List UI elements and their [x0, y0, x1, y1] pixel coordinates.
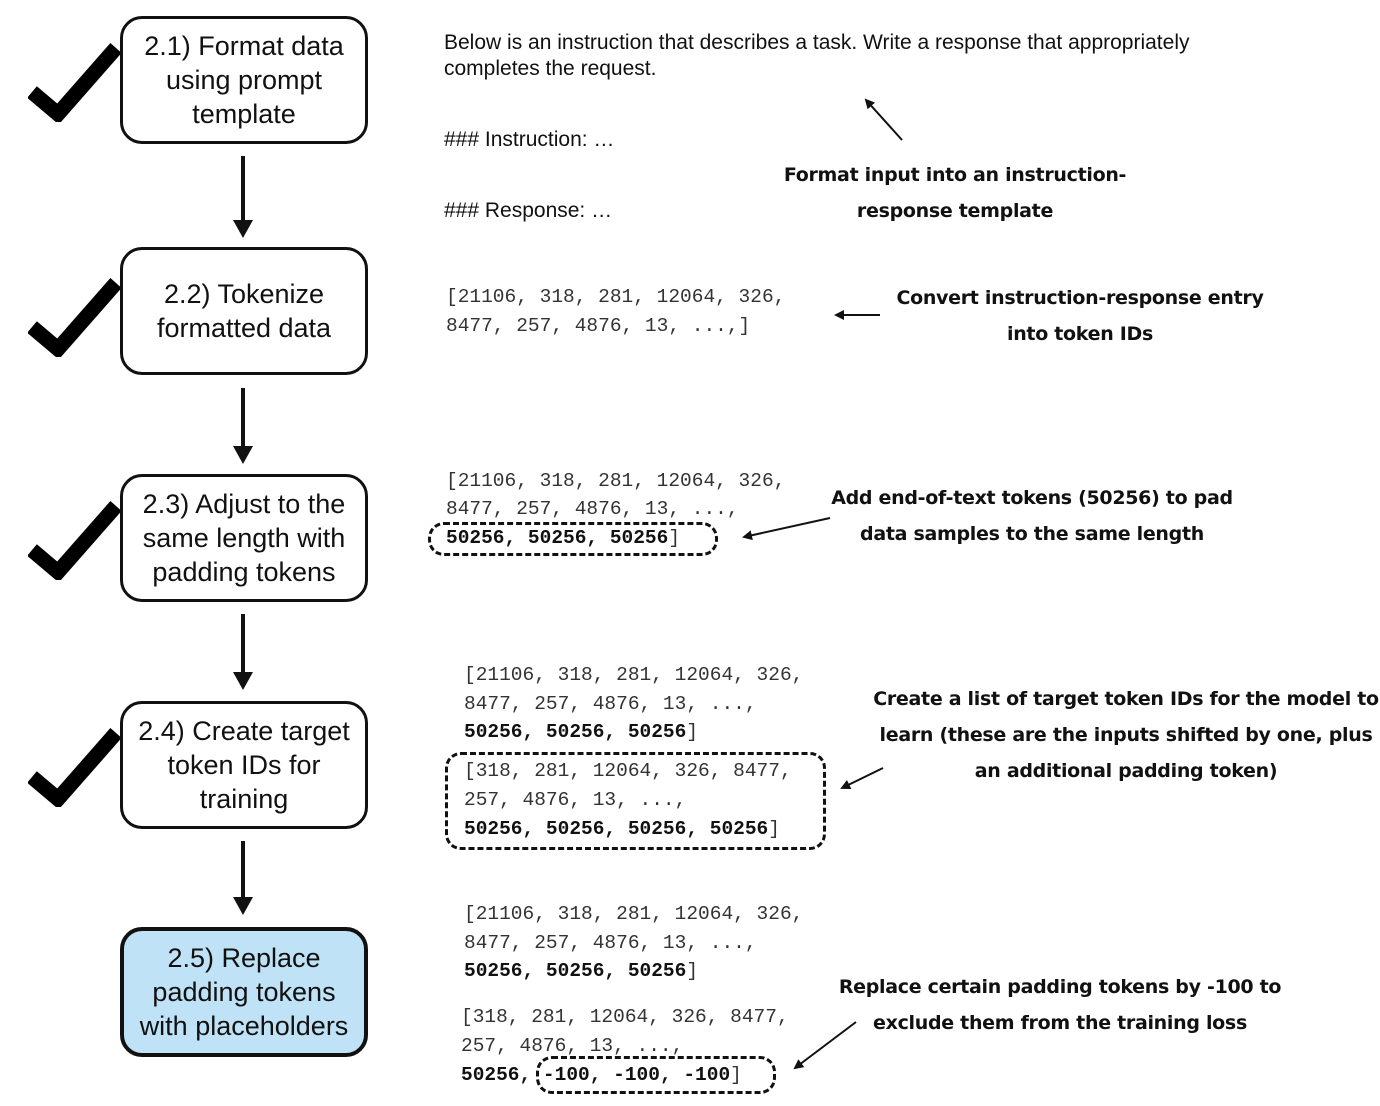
token-line: [318, 281, 12064, 326, 8477,	[461, 1006, 789, 1028]
template-response: ### Response: …	[444, 199, 613, 222]
token-line: [318, 281, 12064, 326, 8477,	[464, 760, 792, 782]
token-line: 8477, 257, 4876, 13, ...,]	[446, 315, 751, 337]
padding-tokens: 50256, 50256, 50256	[464, 960, 687, 982]
placeholder-highlight-box	[536, 1056, 776, 1094]
closing-bracket: ]	[730, 1064, 742, 1086]
step-2-2-box: 2.2) Tokenize formatted data	[120, 247, 368, 375]
flow-arrow-head	[233, 220, 253, 238]
token-line: [21106, 318, 281, 12064, 326,	[446, 470, 786, 492]
token-line: 8477, 257, 4876, 13, ...,	[446, 498, 739, 520]
annotation-padding: Add end-of-text tokens (50256) to pad da…	[831, 487, 1233, 545]
step-2-5-label: 2.5) Replace padding tokens with placeho…	[139, 943, 349, 1041]
template-instruction: ### Instruction: …	[444, 128, 615, 151]
step-2-5-box: 2.5) Replace padding tokens with placeho…	[120, 927, 368, 1057]
arrow-to-template	[864, 98, 903, 141]
flow-arrow-head	[233, 446, 253, 464]
arrow-to-padding	[742, 517, 831, 541]
arrow-to-targets	[840, 767, 884, 789]
annotation-tokenize: Convert instruction-response entry into …	[896, 287, 1264, 345]
template-intro: Below is an instruction that describes a…	[444, 31, 1190, 80]
target-ids-box	[445, 752, 826, 850]
closing-bracket: ]	[686, 960, 699, 982]
flow-arrow-shaft	[241, 388, 245, 448]
token-line: 50256, 50256, 50256]	[446, 524, 680, 553]
closing-bracket: ]	[686, 721, 699, 743]
step-2-4-box: 2.4) Create target token IDs for trainin…	[120, 701, 368, 829]
flow-arrow-shaft	[241, 841, 245, 899]
token-line: 50256, -100, -100, -100]	[461, 1061, 742, 1090]
closing-bracket: ]	[768, 818, 780, 840]
token-line: 8477, 257, 4876, 13, ...,	[464, 693, 757, 715]
annotation-placeholders: Replace certain padding tokens by -100 t…	[838, 976, 1282, 1034]
flow-arrow-shaft	[241, 614, 245, 674]
token-line: [21106, 318, 281, 12064, 326,	[464, 664, 804, 686]
step-2-3-box: 2.3) Adjust to the same length with padd…	[120, 474, 368, 602]
arrow-to-placeholders	[793, 1021, 857, 1070]
flow-arrow-head	[233, 897, 253, 915]
step-2-2-label: 2.2) Tokenize formatted data	[156, 279, 332, 343]
check-icon	[28, 278, 120, 357]
annotation-format: Format input into an instruction- respon…	[783, 164, 1127, 222]
token-line: 50256, 50256, 50256]	[464, 957, 698, 986]
token-line: [21106, 318, 281, 12064, 326,	[446, 286, 786, 308]
token-line: [21106, 318, 281, 12064, 326,	[464, 903, 804, 925]
annotation-targets: Create a list of target token IDs for th…	[873, 688, 1379, 782]
closing-bracket: ]	[668, 527, 681, 549]
flow-arrow-head	[233, 672, 253, 690]
token-line: 8477, 257, 4876, 13, ...,	[464, 932, 757, 954]
step-2-1-label: 2.1) Format data using prompt template	[144, 31, 344, 129]
padding-highlight-box	[428, 522, 718, 556]
check-icon	[28, 43, 120, 122]
padding-tokens: 50256, 50256, 50256	[446, 527, 669, 549]
padding-tokens: 50256, 50256, 50256	[464, 721, 687, 743]
step-2-3-label: 2.3) Adjust to the same length with padd…	[142, 489, 346, 587]
check-icon	[28, 501, 120, 580]
placeholder-tokens: -100, -100, -100	[542, 1064, 731, 1086]
padding-tokens: 50256,	[461, 1064, 532, 1086]
step-2-4-label: 2.4) Create target token IDs for trainin…	[138, 716, 350, 814]
flow-arrow-shaft	[241, 156, 245, 222]
token-line: 257, 4876, 13, ...,	[464, 789, 687, 811]
token-line: 50256, 50256, 50256, 50256]	[464, 815, 780, 844]
check-icon	[28, 728, 120, 807]
step-2-1-box: 2.1) Format data using prompt template	[120, 16, 368, 144]
token-line: 257, 4876, 13, ...,	[461, 1035, 684, 1057]
token-line: 50256, 50256, 50256]	[464, 718, 698, 747]
padding-tokens: 50256, 50256, 50256, 50256	[464, 818, 769, 840]
